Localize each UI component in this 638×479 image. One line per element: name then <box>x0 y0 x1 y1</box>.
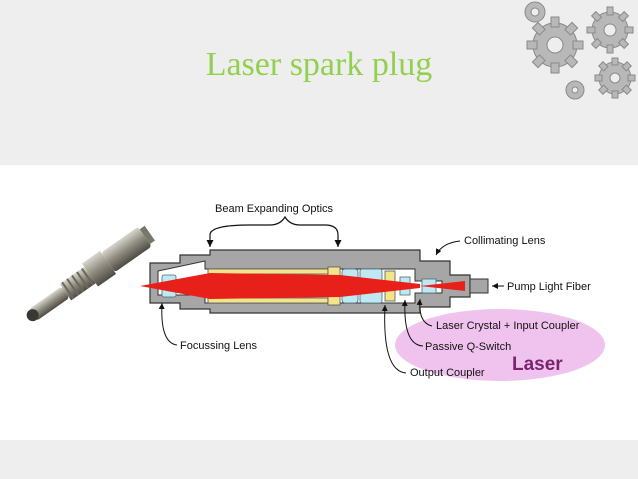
spark-plug-photo <box>26 225 155 322</box>
label-beam-expanding-optics: Beam Expanding Optics <box>215 203 334 215</box>
label-output-coupler: Output Coupler <box>410 367 485 379</box>
gears-decoration <box>524 1 636 100</box>
label-pump-light-fiber: Pump Light Fiber <box>507 281 591 293</box>
laser-beam <box>140 273 465 299</box>
footer-band <box>0 440 638 479</box>
beam-optics-brace <box>209 215 339 236</box>
label-laser: Laser <box>512 354 563 375</box>
label-focussing-lens: Focussing Lens <box>180 340 258 352</box>
laser-spark-plug-schematic: Beam Expanding Optics Collimating Lens P… <box>140 203 605 381</box>
label-collimating-lens: Collimating Lens <box>464 235 546 247</box>
label-passive-q-switch: Passive Q-Switch <box>425 341 511 353</box>
header-band <box>0 0 638 165</box>
slide-title: Laser spark plug <box>205 46 433 83</box>
label-laser-crystal: Laser Crystal + Input Coupler <box>436 320 580 332</box>
laser-highlight <box>395 309 605 381</box>
